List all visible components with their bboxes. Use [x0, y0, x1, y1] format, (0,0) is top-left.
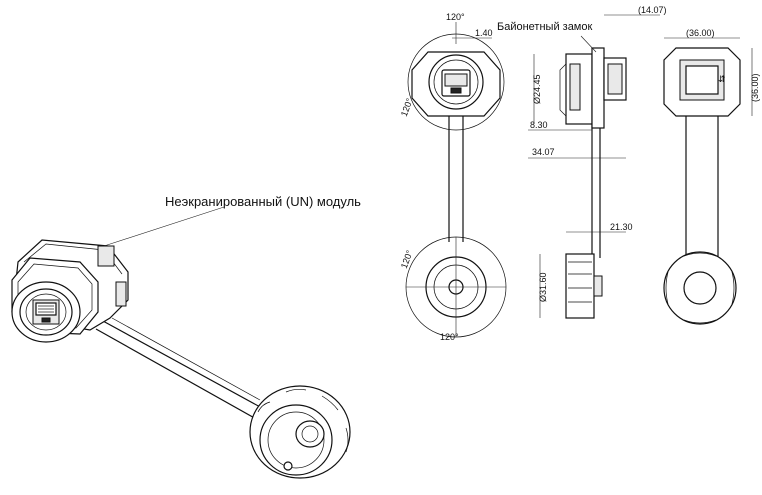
- side-cap: [565, 253, 595, 319]
- module-leader-line: [103, 206, 225, 247]
- dim-dia-front: Ø24.45: [532, 74, 542, 104]
- dim-height-36: (36.00): [750, 73, 760, 102]
- dim-21-30: 21.30: [610, 222, 633, 232]
- dust-cap: [249, 385, 351, 479]
- side-nut: [591, 47, 605, 129]
- bayonet-leader-line: [580, 35, 597, 53]
- dim-8-30: 8.30: [530, 120, 548, 130]
- dim-1-40: 1.40: [475, 28, 493, 38]
- lanyard-strap: [91, 314, 263, 421]
- module-label: Неэкранированный (UN) модуль: [165, 194, 361, 209]
- dim-left-angle-top: 120°: [399, 97, 415, 118]
- connector-housing: [11, 239, 129, 343]
- usb-icon: ⇵: [718, 74, 726, 84]
- dim-14-07: (14.07): [638, 5, 667, 15]
- dim-left-angle-bottom: 120°: [399, 249, 415, 270]
- dim-top-angle: 120°: [446, 12, 465, 22]
- bayonet-label: Байонетный замок: [497, 21, 592, 33]
- dim-34-07: 34.07: [532, 147, 555, 157]
- dim-dia-cap: Ø31.60: [538, 272, 548, 302]
- front-view: 1.40 120° 120° 120° 120°: [399, 12, 507, 342]
- side-view: Байонетный замок Ø24.45 8.30 34.07 (14.0…: [497, 5, 667, 319]
- dim-bottom-angle: 120°: [440, 332, 459, 342]
- isometric-view: Неэкранированный (UN) модуль: [11, 194, 361, 479]
- back-view: ⇵ (36.00) (36.00): [663, 28, 760, 325]
- dim-width-36: (36.00): [686, 28, 715, 38]
